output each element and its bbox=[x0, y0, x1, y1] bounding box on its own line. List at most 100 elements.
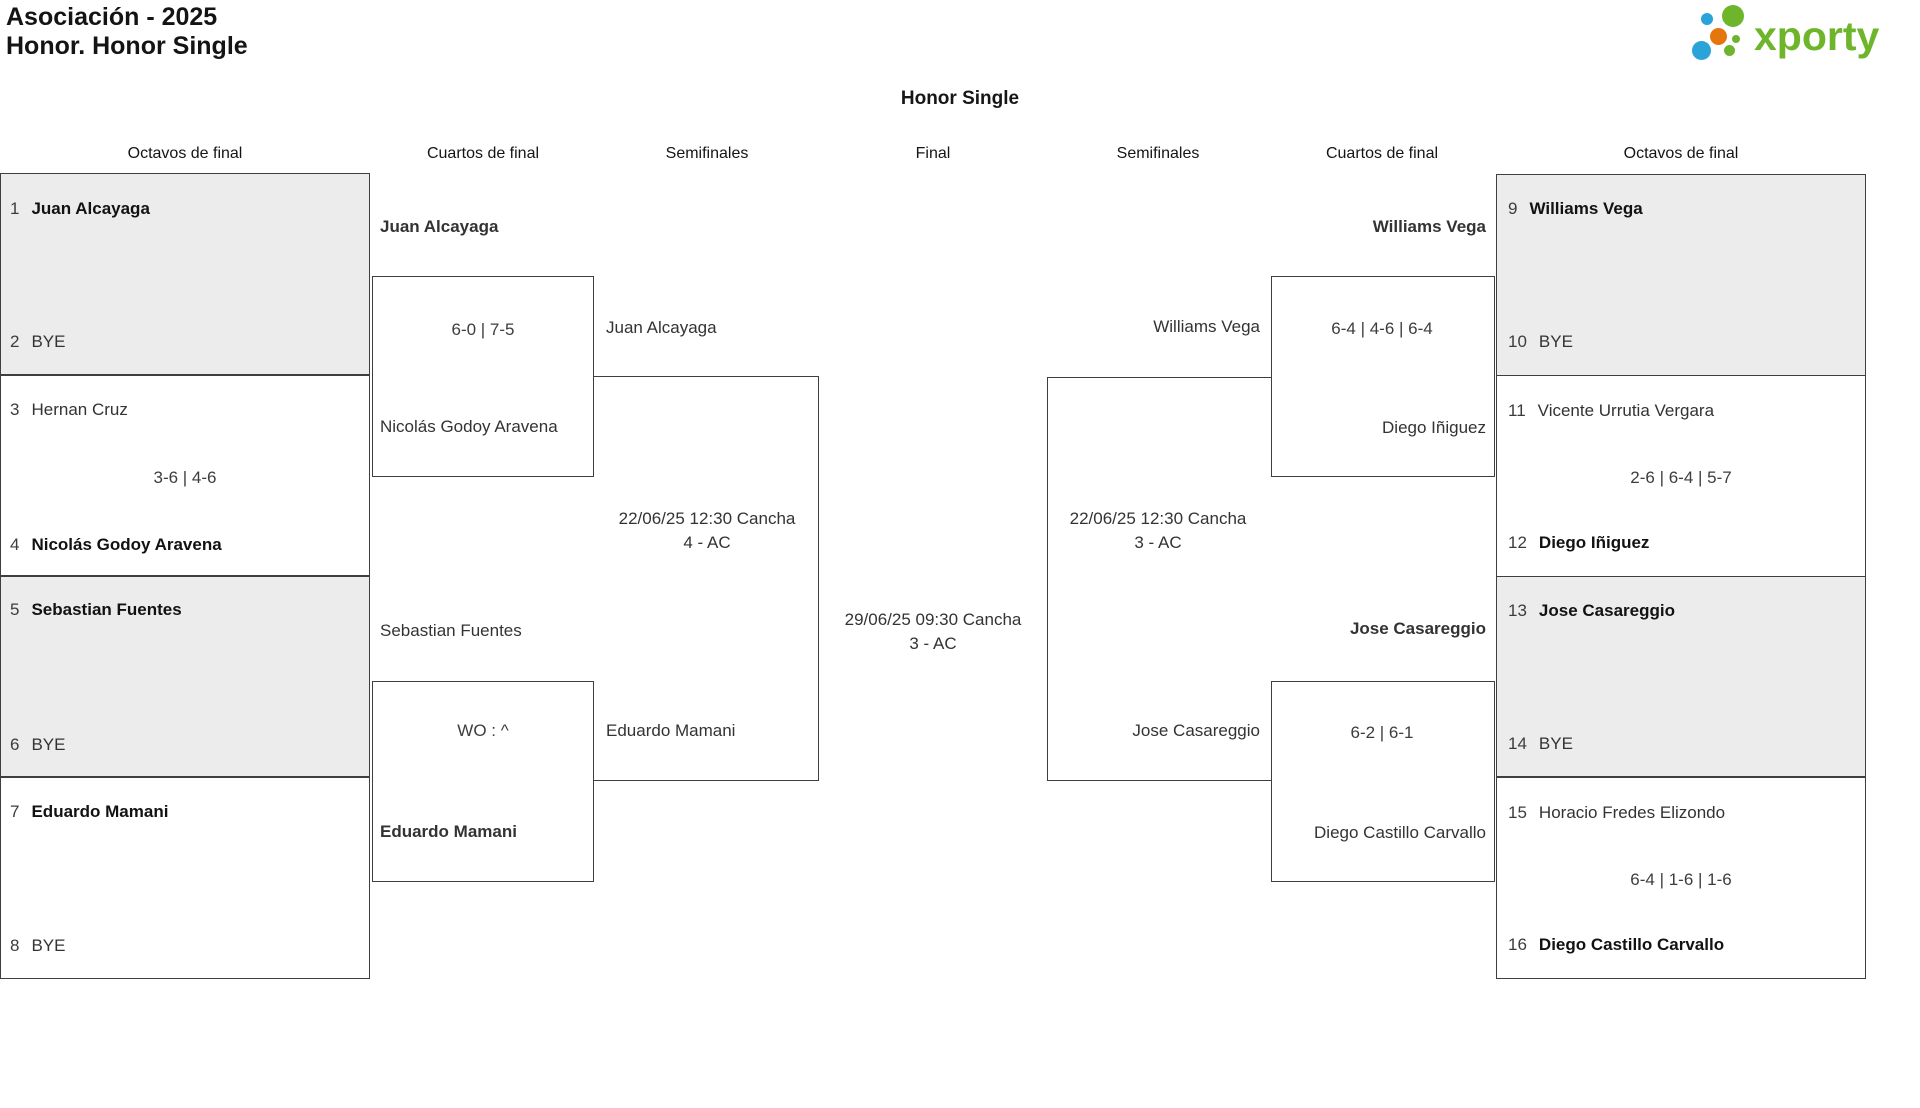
page-title: Asociación - 2025 Honor. Honor Single bbox=[6, 3, 248, 61]
match-schedule: 22/06/25 12:30 Cancha 4 - AC bbox=[618, 509, 796, 552]
player-name: Juan Alcayaga bbox=[31, 199, 150, 218]
player-name: Eduardo Mamani bbox=[31, 802, 169, 821]
seed-label: 15 bbox=[1508, 803, 1527, 822]
player-name: Diego Iñiguez bbox=[1382, 418, 1486, 437]
round-header-semis-left: Semifinales bbox=[665, 145, 749, 162]
seed-label: 6 bbox=[10, 735, 20, 754]
player-row: 13 Jose Casareggio bbox=[1508, 599, 1675, 623]
seed-label: 12 bbox=[1508, 533, 1527, 552]
seed-label: 14 bbox=[1508, 734, 1527, 753]
match-box-octavos-left-1 bbox=[0, 173, 370, 375]
category-name: Honor. Honor Single bbox=[6, 32, 248, 60]
match-box-octavos-right-3 bbox=[1496, 576, 1866, 777]
final-schedule: 29/06/25 09:30 Cancha 3 - AC bbox=[844, 610, 1022, 653]
logo-dot-orange-icon bbox=[1710, 28, 1727, 45]
seed-label: 4 bbox=[10, 535, 20, 554]
player-name: Jose Casareggio bbox=[1132, 721, 1260, 740]
match-box-cuartos-left-1 bbox=[372, 276, 594, 477]
player-row: 11 Vicente Urrutia Vergara bbox=[1508, 399, 1714, 423]
match-score: WO : ^ bbox=[457, 721, 509, 740]
player-name: Juan Alcayaga bbox=[380, 217, 499, 236]
player-row: 15 Horacio Fredes Elizondo bbox=[1508, 801, 1725, 825]
seed-label: 2 bbox=[10, 332, 20, 351]
match-box-cuartos-right-2 bbox=[1271, 681, 1495, 882]
match-score: 6-4 | 4-6 | 6-4 bbox=[1331, 319, 1433, 338]
seed-label: 7 bbox=[10, 802, 20, 821]
logo-dot-green-tiny-icon bbox=[1732, 35, 1740, 43]
round-header-octavos-right: Octavos de final bbox=[1623, 145, 1739, 162]
player-name: Sebastian Fuentes bbox=[31, 600, 182, 619]
seed-label: 10 bbox=[1508, 332, 1527, 351]
player-row: 3 Hernan Cruz bbox=[10, 398, 128, 422]
xporty-logo[interactable]: xporty bbox=[1690, 0, 1920, 70]
player-row: 12 Diego Iñiguez bbox=[1508, 531, 1649, 555]
round-header-cuartos-left: Cuartos de final bbox=[426, 145, 540, 162]
player-row: 4 Nicolás Godoy Aravena bbox=[10, 533, 222, 557]
player-row: 9 Williams Vega bbox=[1508, 197, 1643, 221]
match-box-octavos-left-4 bbox=[0, 777, 370, 979]
round-header-octavos-left: Octavos de final bbox=[127, 145, 243, 162]
player-name: BYE bbox=[31, 936, 66, 955]
player-row: 16 Diego Castillo Carvallo bbox=[1508, 933, 1724, 957]
player-row: 10 BYE bbox=[1508, 330, 1573, 354]
player-name: Sebastian Fuentes bbox=[380, 621, 522, 640]
logo-dot-blue-small-icon bbox=[1701, 13, 1713, 25]
player-name: BYE bbox=[31, 332, 66, 351]
match-box-octavos-right-2 bbox=[1496, 375, 1866, 577]
match-score: 3-6 | 4-6 bbox=[153, 468, 217, 487]
player-name: Williams Vega bbox=[1529, 199, 1643, 218]
match-score: 6-0 | 7-5 bbox=[451, 320, 515, 339]
logo-dot-blue-large-icon bbox=[1692, 41, 1711, 60]
seed-label: 11 bbox=[1508, 401, 1526, 420]
seed-label: 16 bbox=[1508, 935, 1527, 954]
seed-label: 3 bbox=[10, 400, 20, 419]
seed-label: 8 bbox=[10, 936, 20, 955]
match-score: 2-6 | 6-4 | 5-7 bbox=[1630, 468, 1732, 487]
round-header-cuartos-right: Cuartos de final bbox=[1325, 145, 1439, 162]
player-name: Diego Iñiguez bbox=[1538, 533, 1650, 552]
match-schedule: 22/06/25 12:30 Cancha 3 - AC bbox=[1069, 509, 1247, 552]
match-box-octavos-left-3 bbox=[0, 576, 370, 777]
player-name: Nicolás Godoy Aravena bbox=[380, 417, 558, 436]
player-name: Jose Casareggio bbox=[1349, 619, 1486, 638]
player-name: Eduardo Mamani bbox=[606, 721, 736, 740]
player-row: 8 BYE bbox=[10, 934, 66, 958]
player-name: Juan Alcayaga bbox=[606, 318, 717, 337]
logo-dot-green-large-icon bbox=[1722, 5, 1744, 27]
seed-label: 9 bbox=[1508, 199, 1518, 218]
logo-dot-green-small-icon bbox=[1724, 45, 1735, 56]
player-name: Jose Casareggio bbox=[1538, 601, 1675, 620]
player-name: BYE bbox=[31, 735, 66, 754]
player-name: Williams Vega bbox=[1153, 317, 1260, 336]
player-name: Diego Castillo Carvallo bbox=[1538, 935, 1725, 954]
player-row: 6 BYE bbox=[10, 733, 66, 757]
match-score: 6-2 | 6-1 bbox=[1350, 723, 1414, 742]
player-name: Diego Castillo Carvallo bbox=[1314, 823, 1486, 842]
match-box-octavos-left-2 bbox=[0, 375, 370, 576]
player-row: 1 Juan Alcayaga bbox=[10, 197, 150, 221]
player-row: 7 Eduardo Mamani bbox=[10, 800, 168, 824]
match-box-octavos-right-1 bbox=[1496, 174, 1866, 376]
player-name: Hernan Cruz bbox=[31, 400, 128, 419]
round-header-final: Final bbox=[915, 145, 951, 162]
match-box-cuartos-right-1 bbox=[1271, 276, 1495, 477]
match-box-semifinal-right bbox=[1047, 377, 1271, 781]
player-row: 5 Sebastian Fuentes bbox=[10, 598, 182, 622]
match-box-octavos-right-4 bbox=[1496, 777, 1866, 979]
seed-label: 1 bbox=[10, 199, 20, 218]
seed-label: 13 bbox=[1508, 601, 1527, 620]
player-name: Eduardo Mamani bbox=[380, 822, 517, 841]
match-score: 6-4 | 1-6 | 1-6 bbox=[1630, 870, 1732, 889]
player-name: BYE bbox=[1538, 332, 1573, 351]
player-name: Nicolás Godoy Aravena bbox=[31, 535, 222, 554]
round-header-semis-right: Semifinales bbox=[1116, 145, 1200, 162]
logo-wordmark: xporty bbox=[1754, 13, 1880, 59]
player-row: 14 BYE bbox=[1508, 732, 1573, 756]
tournament-name: Asociación - 2025 bbox=[6, 3, 218, 31]
bracket-title: Honor Single bbox=[900, 88, 1020, 109]
seed-label: 5 bbox=[10, 600, 20, 619]
match-box-semifinal-left bbox=[594, 376, 819, 781]
player-row: 2 BYE bbox=[10, 330, 66, 354]
player-name: Horacio Fredes Elizondo bbox=[1538, 803, 1726, 822]
